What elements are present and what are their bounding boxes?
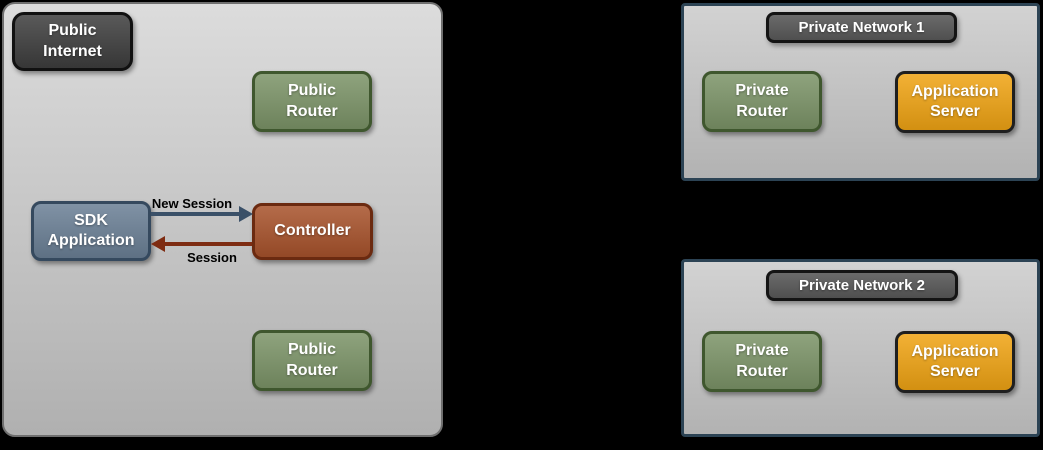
public-router-bottom-node: Public Router [252, 330, 372, 391]
public-router-top-node: Public Router [252, 71, 372, 132]
public-internet-label-text: Public Internet [43, 22, 102, 60]
private-network-1-title-badge: Private Network 1 [766, 12, 957, 43]
application-server-1-node: Application Server [895, 71, 1015, 133]
new-session-arrow-line [151, 212, 241, 216]
controller-node: Controller [252, 203, 373, 260]
private-network-1-zone: Private Network 1 Private Router Applica… [681, 3, 1040, 181]
private-router-2-node: Private Router [702, 331, 822, 392]
public-router-bottom-label: Public Router [286, 341, 338, 379]
public-router-top-label: Public Router [286, 82, 338, 120]
new-session-arrowhead-right-icon [239, 206, 253, 222]
controller-label: Controller [274, 222, 351, 240]
application-server-2-node: Application Server [895, 331, 1015, 393]
session-arrow-label: Session [187, 250, 237, 265]
public-internet-zone: Public Internet Public Router SDK Applic… [2, 2, 443, 437]
sdk-application-node: SDK Application [31, 201, 151, 261]
private-network-2-zone: Private Network 2 Private Router Applica… [681, 259, 1040, 437]
session-arrowhead-left-icon [151, 236, 165, 252]
session-arrow-line [163, 242, 252, 246]
private-network-2-title-badge: Private Network 2 [766, 270, 958, 301]
sdk-application-label: SDK Application [47, 211, 135, 249]
private-router-1-label: Private Router [735, 82, 789, 120]
application-server-2-label: Application Server [911, 342, 999, 380]
public-internet-label: Public Internet [12, 12, 133, 71]
private-router-2-label: Private Router [735, 342, 789, 380]
private-router-1-node: Private Router [702, 71, 822, 132]
application-server-1-label: Application Server [911, 82, 999, 120]
private-network-1-title: Private Network 1 [798, 19, 925, 36]
private-network-2-title: Private Network 2 [799, 277, 925, 294]
new-session-arrow-label: New Session [151, 196, 233, 211]
